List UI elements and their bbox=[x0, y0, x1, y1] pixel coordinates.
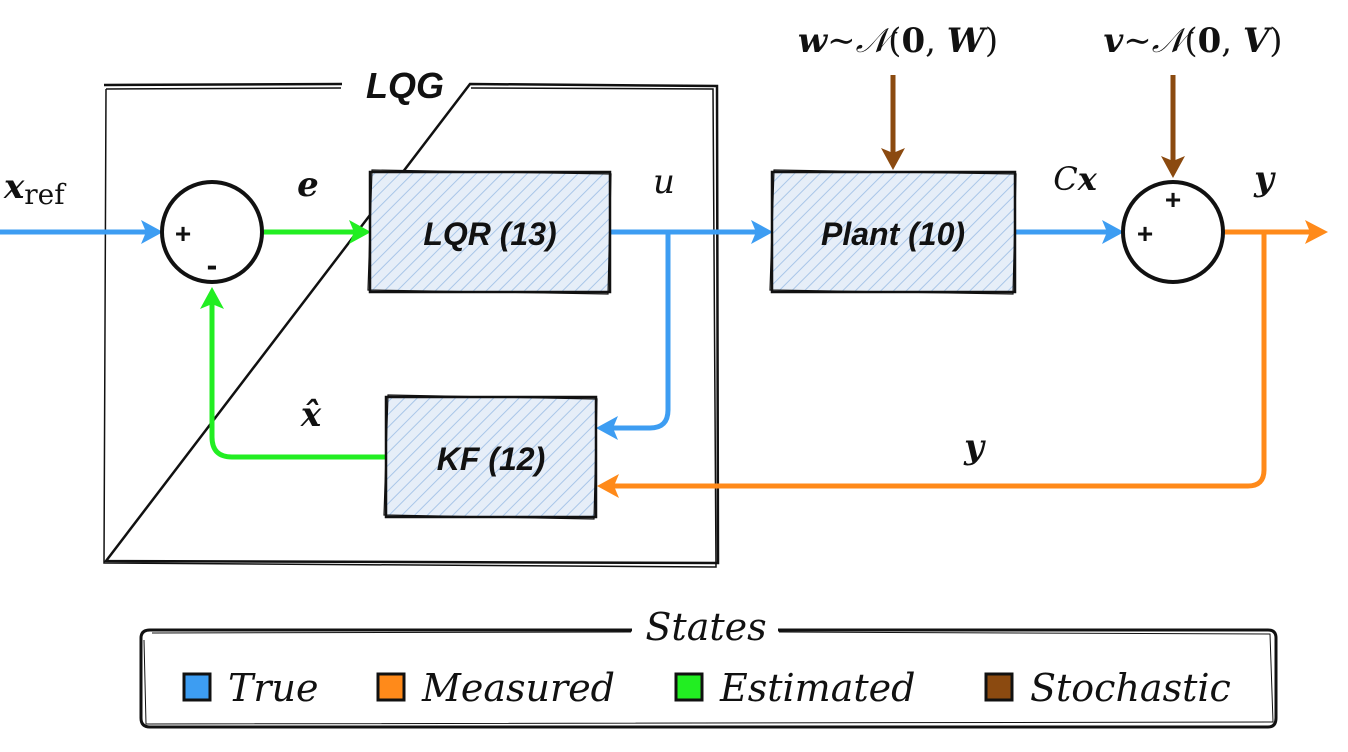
plant-block: Plant (10) bbox=[769, 169, 1017, 295]
y-feedback-label: y bbox=[963, 427, 986, 467]
summing-junction-left: + - bbox=[160, 180, 264, 284]
u-label-top: u bbox=[653, 162, 675, 202]
w-noise-label: w∼𝒩(0, W) bbox=[798, 21, 998, 61]
legend-label-stochastic: Stochastic bbox=[1030, 666, 1231, 710]
x-hat-arrowhead bbox=[200, 287, 224, 309]
legend-item-measured: Measured bbox=[376, 666, 615, 710]
y-feedback-line bbox=[610, 232, 1267, 489]
legend-label-measured: Measured bbox=[421, 666, 615, 710]
kf-label: KF (12) bbox=[437, 441, 545, 477]
u-branch-line bbox=[608, 232, 671, 431]
y-feedback-arrowhead bbox=[597, 474, 619, 498]
legend-swatch-stochastic bbox=[984, 672, 1014, 702]
lqg-title: LQG bbox=[366, 65, 444, 106]
plus-sign-top: + bbox=[1165, 184, 1181, 215]
v-noise-label: v∼𝒩(0, V) bbox=[1103, 21, 1282, 61]
legend-item-stochastic: Stochastic bbox=[984, 666, 1231, 710]
x-ref-arrowhead bbox=[141, 220, 163, 244]
lqr-label: LQR (13) bbox=[423, 216, 556, 252]
e-arrowhead bbox=[349, 220, 371, 244]
y-output-arrowhead bbox=[1305, 220, 1328, 244]
v-noise-arrowhead bbox=[1161, 156, 1185, 178]
e-label: e bbox=[297, 165, 319, 205]
legend-title: States bbox=[645, 605, 766, 649]
legend: States True Measured Estimated Stochasti… bbox=[139, 605, 1278, 729]
w-noise-arrowhead bbox=[881, 148, 905, 170]
legend-label-true: True bbox=[228, 666, 318, 710]
cx-label: Cx bbox=[1053, 160, 1097, 198]
kf-block: KF (12) bbox=[383, 394, 598, 520]
summing-junction-right: + + bbox=[1121, 180, 1225, 284]
legend-swatch-estimated bbox=[674, 672, 704, 702]
x-hat-label: x̂ bbox=[300, 395, 322, 435]
legend-swatch-measured bbox=[376, 672, 406, 702]
x-ref-label: xref bbox=[3, 167, 67, 211]
legend-label-estimated: Estimated bbox=[719, 666, 915, 710]
lqr-block: LQR (13) bbox=[367, 169, 612, 295]
legend-swatch-true bbox=[182, 672, 212, 702]
plus-sign-left: + bbox=[1137, 218, 1153, 249]
lqg-container: LQG bbox=[103, 65, 720, 568]
u-arrowhead bbox=[751, 220, 773, 244]
minus-sign: - bbox=[207, 247, 218, 283]
plus-sign: + bbox=[175, 218, 191, 249]
signal-lines bbox=[0, 75, 1328, 498]
signal-labels: xref e u x̂ Cx y y bbox=[3, 159, 1276, 467]
y-output-label: y bbox=[1253, 159, 1276, 199]
legend-item-estimated: Estimated bbox=[674, 666, 915, 710]
legend-item-true: True bbox=[182, 666, 318, 710]
x-hat-feedback-line bbox=[209, 302, 386, 460]
noise-labels: w∼𝒩(0, W) v∼𝒩(0, V) bbox=[798, 21, 1283, 61]
plant-label: Plant (10) bbox=[821, 216, 965, 252]
u-branch-arrowhead bbox=[596, 416, 618, 440]
cx-arrowhead bbox=[1102, 220, 1124, 244]
